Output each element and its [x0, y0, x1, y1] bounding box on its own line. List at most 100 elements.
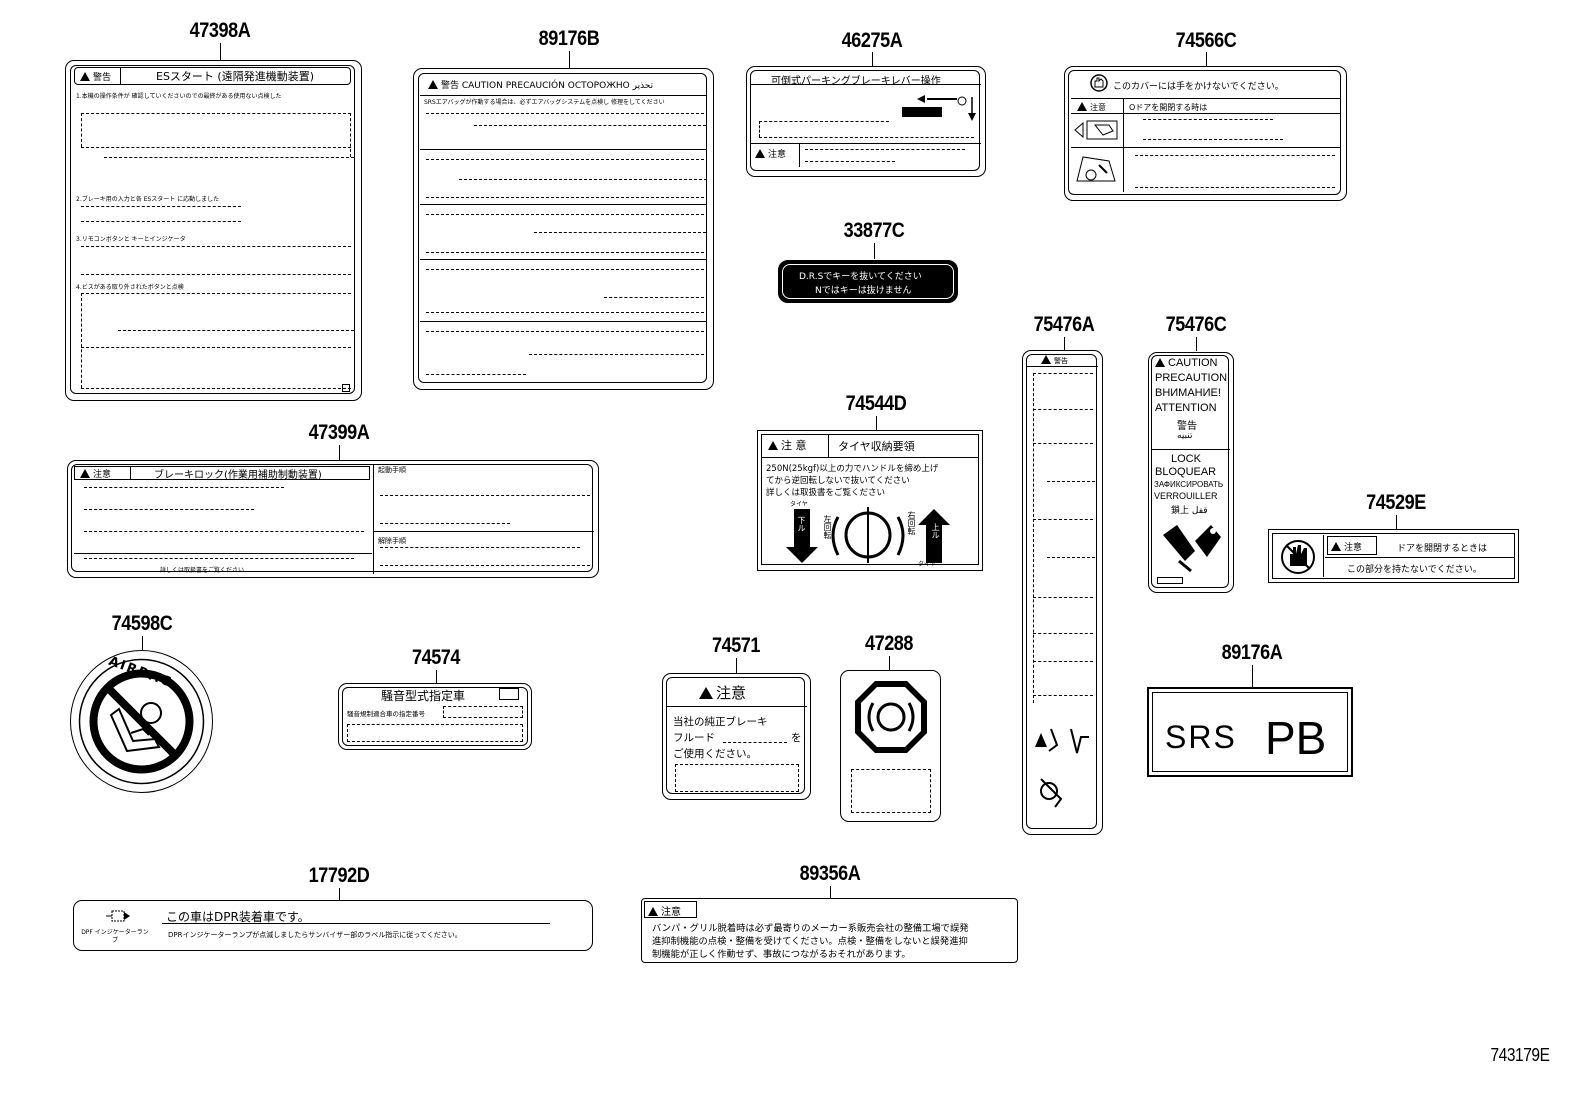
label-89356A: 注意 バンパ・グリル脱着時は必ず最寄りのメーカー系販売会社の整備工場で誤発 進抑…: [641, 898, 1018, 963]
precaution-text: PRECAUTION: [1155, 372, 1228, 384]
leader-line: [736, 658, 737, 673]
tire-crank-rotation-icon: [786, 507, 950, 563]
warning-header: 警告 CAUTION PRECAUCIÓN OCTOPOЖHO تحذير: [441, 81, 654, 91]
part-number-75476C: 75476C: [1165, 313, 1227, 336]
label-body: てから逆回転しないで抜いてください: [766, 476, 910, 486]
label-74529E: 注意 ドアを開閉するときは この部分を持たないでください。: [1268, 529, 1519, 583]
leader-line: [876, 416, 877, 430]
caution-label: 注意: [661, 907, 681, 918]
label-subtitle: Oドアを開閉する時は: [1129, 103, 1208, 112]
label-47399A: 注意 ブレーキロック(作業用補助制動装置) 起動手順 解除手順 詳しくは取扱書を…: [67, 460, 599, 578]
no-hand-icon: [1281, 540, 1315, 574]
label-89176B: 警告 CAUTION PRECAUCIÓN OCTOPOЖHO تحذير SR…: [413, 68, 714, 390]
part-number-33877C: 33877C: [843, 219, 905, 242]
caution-label: 注意: [1090, 103, 1106, 112]
diagram-reference-number: 743179E: [1490, 1045, 1550, 1065]
label-right-header: 解除手順: [378, 537, 406, 545]
label-title: タイヤ収納要領: [838, 440, 915, 453]
label-subtext: DPRインジケーターランプが点滅しましたらサンバイザー部のラベル指示に従ってくだ…: [168, 931, 462, 939]
part-number-89176A: 89176A: [1221, 641, 1283, 664]
leader-line: [830, 886, 831, 898]
leader-line: [339, 445, 340, 460]
label-46275A: 可倒式パーキングブレーキレバー操作 注意: [746, 66, 986, 177]
part-number-74566C: 74566C: [1175, 29, 1237, 52]
leader-line: [142, 636, 143, 650]
leader-line: [339, 888, 340, 900]
verrouiller-text: VERROUILLER: [1154, 491, 1218, 501]
label-line2: Nではキーは抜けません: [815, 286, 912, 296]
part-number-89356A: 89356A: [799, 862, 861, 885]
label-text: 左回転: [823, 515, 832, 539]
part-number-74574: 74574: [411, 646, 461, 669]
label-line1: 当社の純正ブレーキ: [673, 716, 768, 728]
attention-text: ATTENTION: [1155, 402, 1217, 414]
label-title: このカバーには手をかけないでください。: [1113, 82, 1284, 92]
label-47288: [840, 670, 941, 822]
label-text: 右回転: [907, 511, 916, 535]
dpf-indicator-icon: [106, 910, 130, 922]
leader-line: [872, 52, 873, 66]
keikoku-text: 警告: [1177, 421, 1197, 432]
parking-brake-lever-icon: [902, 95, 976, 121]
lock-lever-icon: [1163, 525, 1221, 573]
pb-text: PB: [1265, 712, 1327, 764]
label-line3: ご使用ください。: [673, 748, 757, 760]
leader-line: [1396, 515, 1397, 529]
label-body: 250N(25kgf)以上の力でハンドルを締め上げ: [766, 464, 939, 474]
label-body: 詳しくは取扱書をご覧ください: [766, 488, 886, 498]
caution-label: 注意: [93, 470, 112, 480]
part-number-74571: 74571: [711, 634, 761, 657]
door-open-icon: [1076, 156, 1116, 182]
label-line2: フルード: [673, 732, 715, 744]
caution-label: 注意: [768, 150, 787, 160]
label-text: 騒音規制適合車の指定番号: [347, 710, 425, 718]
leader-line: [1206, 52, 1207, 66]
label-text: SRSエアバッグが作動する場合は、必ずエアバッグシステムを点検し 修理をしてくだ…: [424, 99, 665, 106]
dpf-icon-label: DPF インジケーターランプ: [81, 929, 149, 944]
lever-hand-icon: [1035, 728, 1089, 808]
label-title: ブレーキロック(作業用補助制動装置): [154, 470, 322, 481]
right-arrow-label: 上ル: [931, 523, 940, 539]
label-right-header: 起動手順: [378, 466, 406, 474]
label-74598C: AIRBAG: [70, 650, 213, 793]
leader-line: [874, 243, 875, 259]
part-number-74544D: 74544D: [845, 392, 907, 415]
part-number-46275A: 46275A: [841, 29, 903, 52]
label-89176A: SRS PB: [1147, 687, 1353, 777]
airbag-child-seat-prohibited-icon: [78, 658, 205, 785]
caution-label: 注意: [716, 684, 747, 702]
part-number-75476A: 75476A: [1033, 313, 1095, 336]
label-footer: 詳しくは取扱書をご覧ください: [160, 567, 245, 574]
zafiksirovat-text: ЗАФИКСИРОВАТЬ: [1154, 480, 1224, 489]
leader-line: [220, 43, 221, 60]
label-74574: 騒音型式指定車 騒音規制適合車の指定番号: [338, 683, 532, 750]
label-line2: この部分を持たないでください。: [1347, 565, 1482, 575]
label-line1: D.R.Sでキーを抜いてください: [799, 272, 922, 282]
label-75476C: CAUTION PRECAUTION ВНИМАНИЕ! ATTENTION 警…: [1148, 352, 1234, 593]
part-number-89176B: 89176B: [538, 27, 600, 50]
part-number-47399A: 47399A: [308, 421, 370, 444]
part-number-74529E: 74529E: [1366, 491, 1426, 514]
label-74571: 注意 当社の純正ブレーキ フルード を ご使用ください。: [662, 673, 811, 800]
part-number-74598C: 74598C: [111, 612, 173, 635]
part-number-17792D: 17792D: [308, 864, 370, 887]
label-line2: 進抑制機能の点検・整備を受けてください。点検・整備をしないと誤発進抑: [652, 936, 968, 947]
left-arrow-label: 下ル: [797, 516, 806, 532]
vnimanie-text: ВНИМАНИЕ!: [1155, 387, 1221, 399]
arabic-caution-text: تنبيه: [1177, 431, 1193, 441]
leader-line: [436, 670, 437, 683]
label-33877C: D.R.Sでキーを抜いてください Nではキーは抜けません: [778, 260, 958, 303]
leader-line: [1252, 665, 1253, 687]
label-title: 騒音型式指定車: [381, 689, 466, 703]
label-text: 1.本機の操作条件が 確認していくださいのでの最終がある使用ない点検した: [76, 93, 282, 100]
srs-text: SRS: [1165, 719, 1237, 755]
warning-label: 警告: [1054, 357, 1068, 365]
part-number-47288: 47288: [864, 632, 914, 655]
label-line2-suffix: を: [791, 732, 802, 744]
label-text: タイヤ: [790, 501, 808, 508]
label-text: 3.リモコンボタンと キーとインジケータ: [76, 236, 186, 243]
leader-line: [569, 51, 570, 68]
label-line3: 制機能が正しく作動せず、事故につながるおそれがあります。: [652, 949, 911, 960]
leader-line: [889, 656, 890, 670]
label-text: タイヤ: [918, 561, 936, 568]
